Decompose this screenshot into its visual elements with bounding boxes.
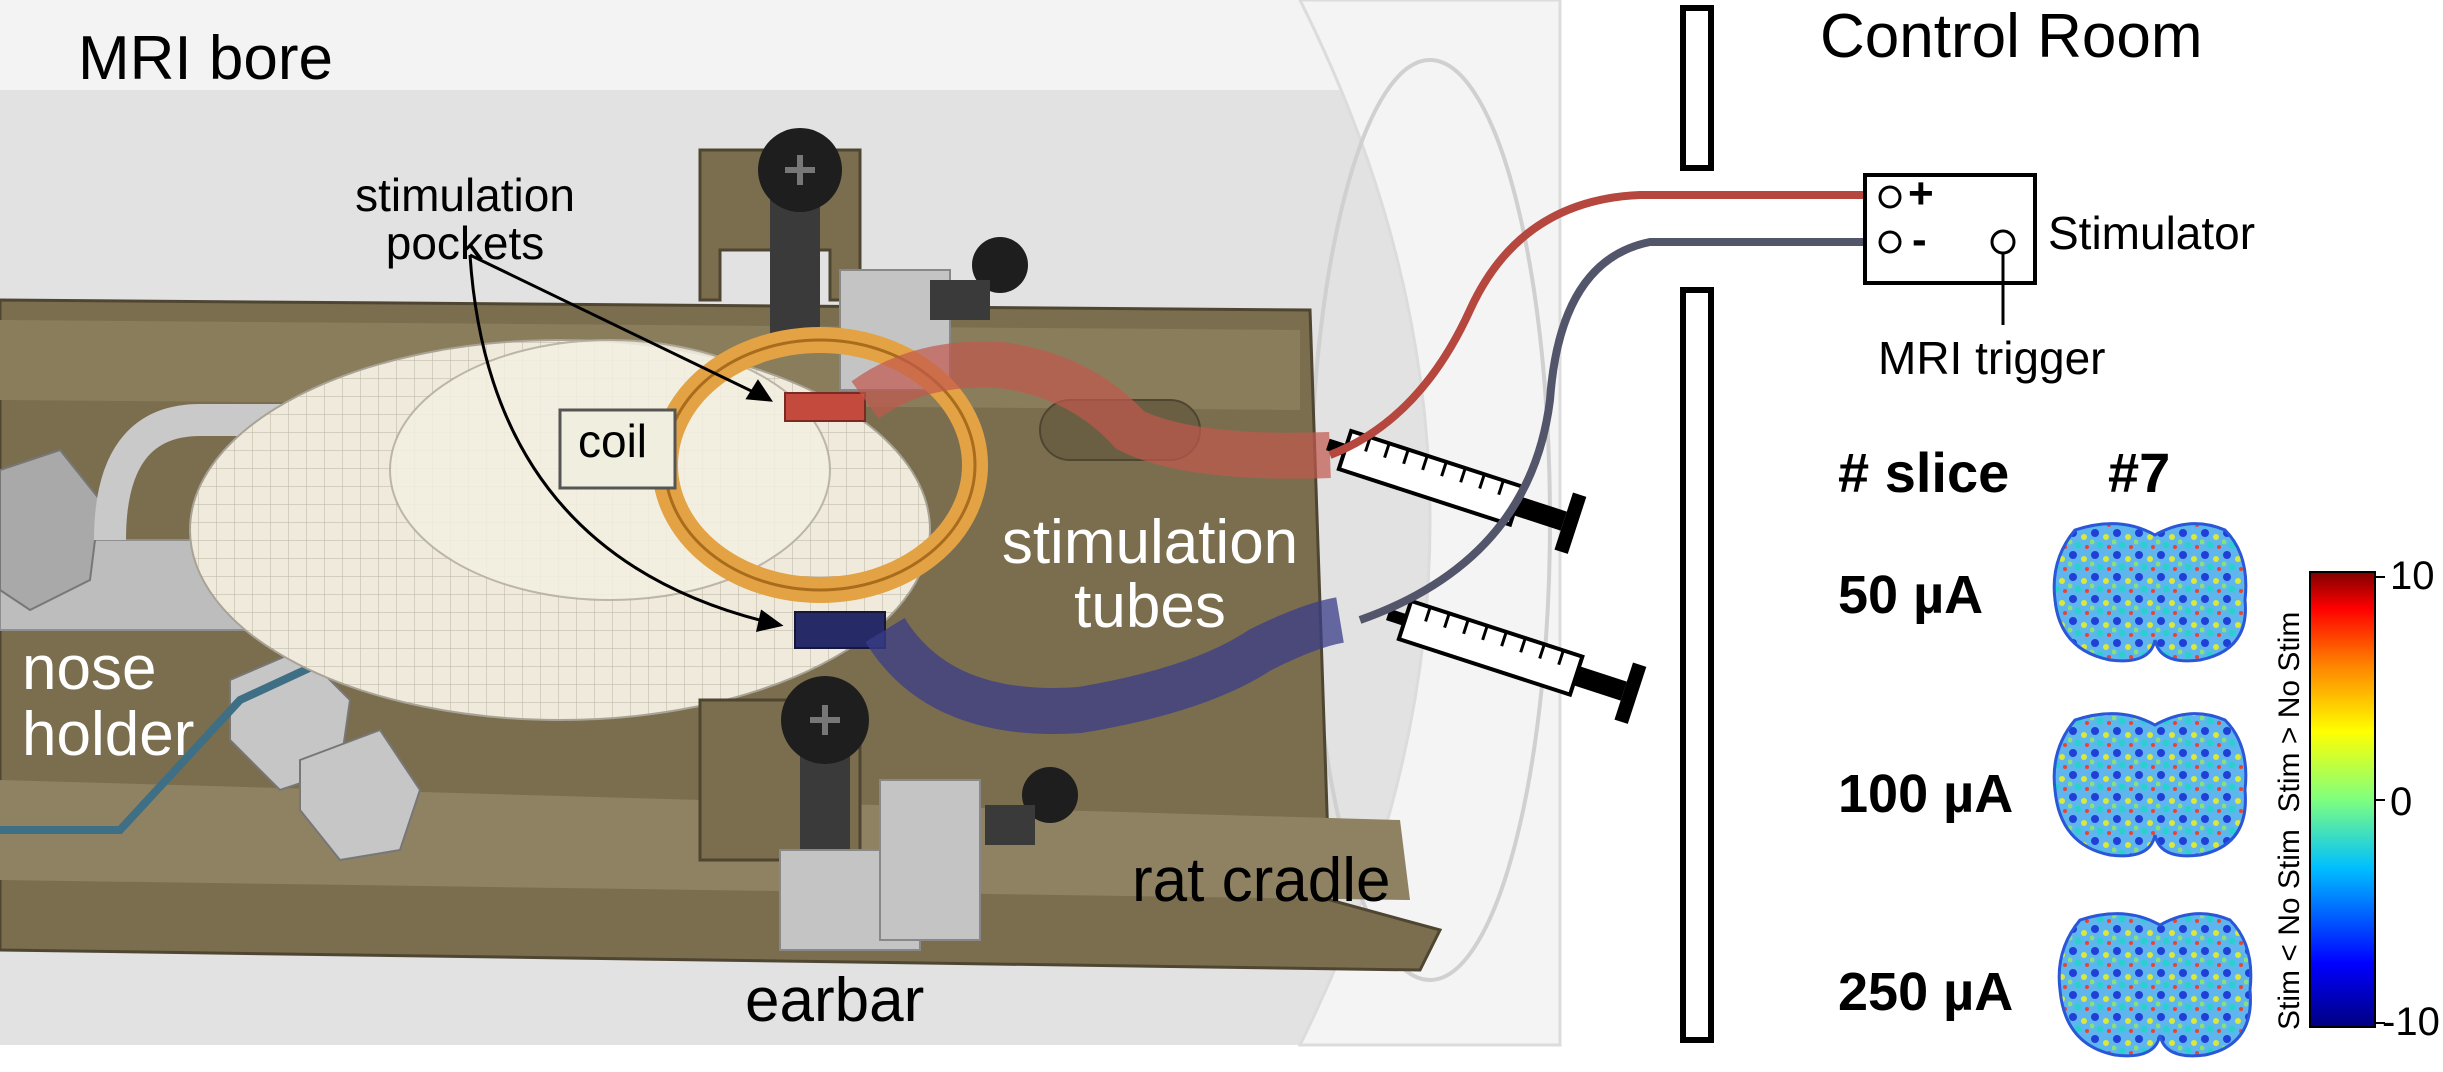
blue-lead xyxy=(1358,238,1880,624)
coil-label-box xyxy=(558,408,677,490)
brain-map-250uA xyxy=(2057,912,2253,1058)
wall xyxy=(1680,5,1714,1043)
nose-holder-line2: holder xyxy=(22,700,195,769)
control-room-label: Control Room xyxy=(1820,2,2203,71)
stimulation-tube-red xyxy=(851,341,1331,479)
stimulator-plus-label: + xyxy=(1908,169,1934,218)
mri-bore-label: MRI bore xyxy=(78,24,333,93)
stimulator-box xyxy=(1863,173,2037,325)
stimulation-tube-blue xyxy=(865,597,1345,734)
rat-cradle-label: rat cradle xyxy=(1132,846,1391,915)
earbar-top xyxy=(698,128,1028,391)
pocket-arrows xyxy=(468,253,784,632)
stimulation-pocket-top xyxy=(784,392,866,422)
syringe-bottom xyxy=(1386,598,1647,724)
colorbar-zero-label: 0 xyxy=(2390,780,2413,824)
current-level-250: 250 µA xyxy=(1838,962,2014,1022)
mri-trigger-label: MRI trigger xyxy=(1878,332,2106,384)
nose-holder-label: nose holder xyxy=(22,638,194,766)
stimulation-pockets-line1: stimulation xyxy=(355,169,575,221)
earbar-bottom xyxy=(698,676,1078,951)
colorbar-max-label: 10 xyxy=(2390,554,2435,598)
coil-label: coil xyxy=(578,415,648,467)
stimulation-pockets-line2: pockets xyxy=(385,217,545,269)
current-level-100: 100 µA xyxy=(1838,764,2014,824)
stimulation-tubes-line2: tubes xyxy=(1074,572,1226,641)
stimulation-tubes-label: stimulation tubes xyxy=(990,512,1310,638)
slice-number-label: #7 xyxy=(2108,441,2171,504)
current-level-50: 50 µA xyxy=(1838,565,1984,625)
brain-map-50uA xyxy=(2052,522,2248,663)
red-lead xyxy=(1328,191,1880,459)
stimulator-label: Stimulator xyxy=(2048,207,2256,259)
slice-header-label: # slice xyxy=(1838,441,2010,504)
colorbar-axis-label: Stim < No Stim Stim > No Stim xyxy=(2273,611,2306,1030)
stimulator-minus-label: - xyxy=(1912,215,1927,264)
nose-holder-line1: nose xyxy=(22,634,157,703)
earbar-label: earbar xyxy=(745,966,925,1035)
brain-map-100uA xyxy=(2052,712,2248,858)
colorbar xyxy=(2309,571,2376,1028)
colorbar-min-label: -10 xyxy=(2382,1000,2440,1044)
stimulation-tubes-line1: stimulation xyxy=(1001,508,1299,577)
stimulation-pockets-label: stimulation pockets xyxy=(345,172,585,266)
